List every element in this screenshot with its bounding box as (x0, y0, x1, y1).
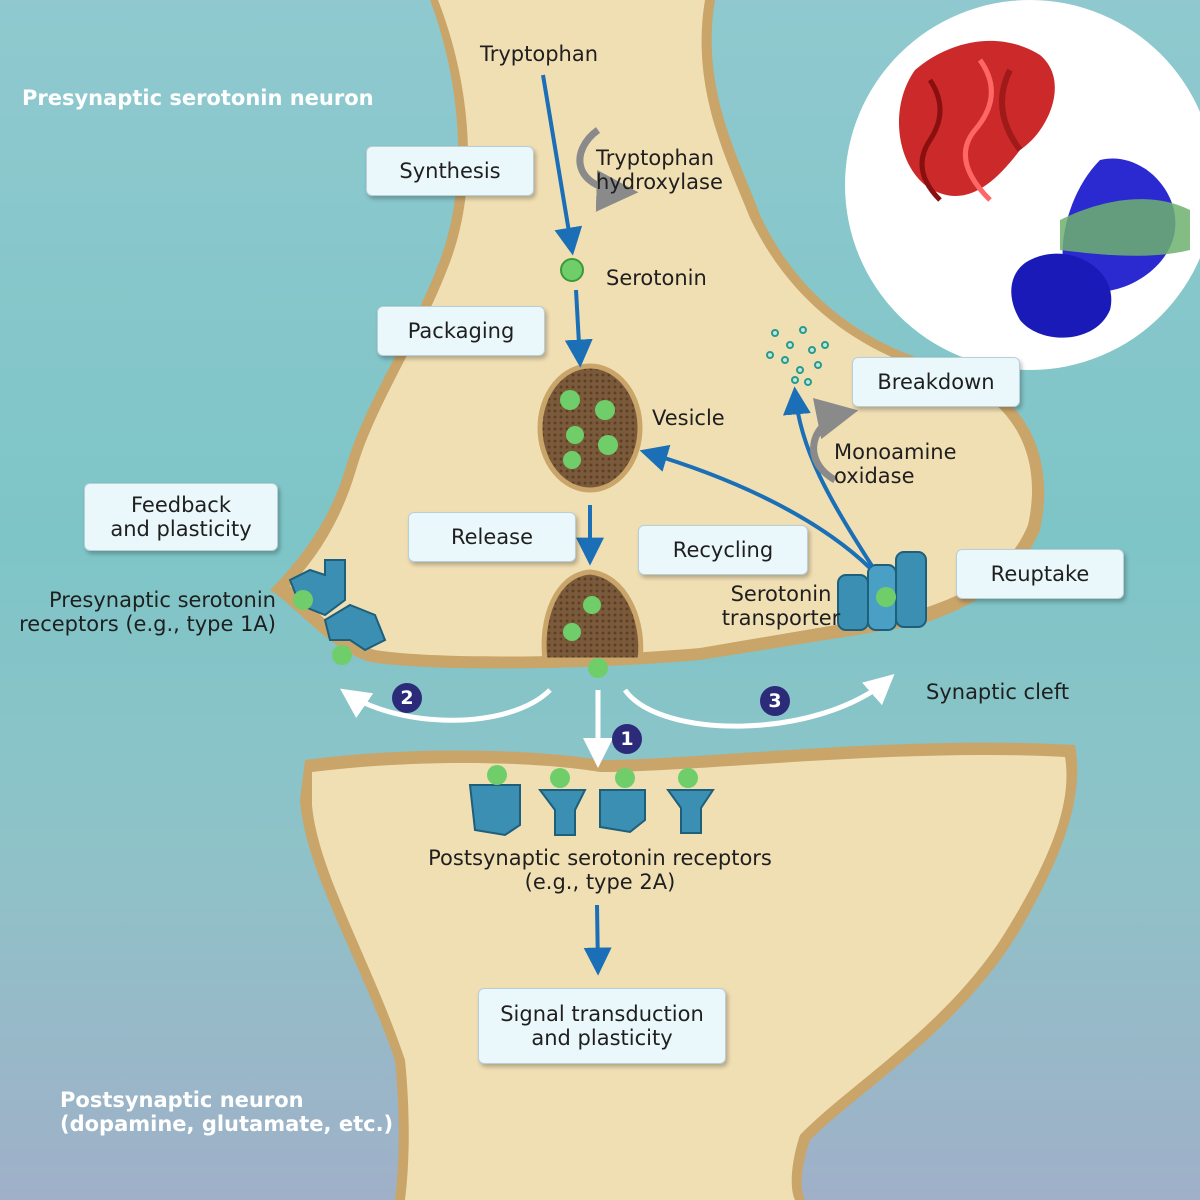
step-badge-1: 1 (612, 724, 642, 754)
breakdown-box: Breakdown (852, 357, 1020, 407)
monoamine-oxidase-label-line2: oxidase (834, 464, 915, 488)
feedback-plasticity-box: Feedback and plasticity (84, 483, 278, 551)
reuptake-box: Reuptake (956, 549, 1124, 599)
recycling-box: Recycling (638, 525, 808, 575)
release-box: Release (408, 512, 576, 562)
presynaptic-neuron-title: Presynaptic serotonin neuron (22, 86, 374, 110)
step-badge-3: 3 (760, 686, 790, 716)
vesicle-fusing (541, 569, 644, 678)
serotonin-label: Serotonin (606, 266, 707, 290)
postsynaptic-receptors-label-line2: (e.g., type 2A) (524, 870, 676, 894)
tryptophan-hydroxylase-label-line1: Tryptophan (596, 146, 715, 170)
signal-transduction-line1: Signal transduction (500, 1002, 704, 1026)
feedback-plasticity-line2: and plasticity (110, 517, 252, 541)
pathway-arrows (541, 74, 874, 976)
breakdown-products (766, 326, 829, 386)
cleft-arrows (340, 674, 895, 768)
presynaptic-receptors-label-line1: Presynaptic serotonin (49, 588, 276, 612)
tryptophan-label: Tryptophan (480, 42, 599, 66)
presynaptic-receptors-label-line2: receptors (e.g., type 1A) (19, 612, 276, 636)
step-badge-2: 2 (392, 683, 422, 713)
monoamine-oxidase-label-line1: Monoamine (834, 440, 957, 464)
postsynaptic-receptors-label-line1: Postsynaptic serotonin receptors (428, 846, 772, 870)
protein-structure-inset (845, 0, 1200, 370)
postsynaptic-receptors (468, 765, 715, 837)
postsynaptic-neuron (300, 742, 1078, 1200)
packaging-box: Packaging (377, 306, 545, 356)
presynaptic-receptors (288, 559, 387, 665)
postsynaptic-neuron-subtitle: (dopamine, glutamate, etc.) (60, 1112, 394, 1136)
synthesis-box: Synthesis (366, 146, 534, 196)
serotonin-transporter (837, 551, 927, 631)
enzyme-arrows (576, 127, 859, 484)
feedback-plasticity-line1: Feedback (130, 493, 231, 517)
signal-transduction-box: Signal transduction and plasticity (478, 988, 726, 1064)
serotonin-molecule (560, 258, 584, 282)
tryptophan-hydroxylase-label-line2: hydroxylase (596, 170, 723, 194)
vesicle-upper (537, 363, 643, 493)
serotonin-transporter-label-line2: transporter (721, 606, 841, 630)
signal-transduction-line2: and plasticity (531, 1026, 673, 1050)
vesicle-label: Vesicle (652, 406, 725, 430)
postsynaptic-neuron-title: Postsynaptic neuron (60, 1088, 304, 1112)
synaptic-cleft-label: Synaptic cleft (926, 680, 1070, 704)
serotonin-transporter-label-line1: Serotonin (730, 582, 832, 606)
